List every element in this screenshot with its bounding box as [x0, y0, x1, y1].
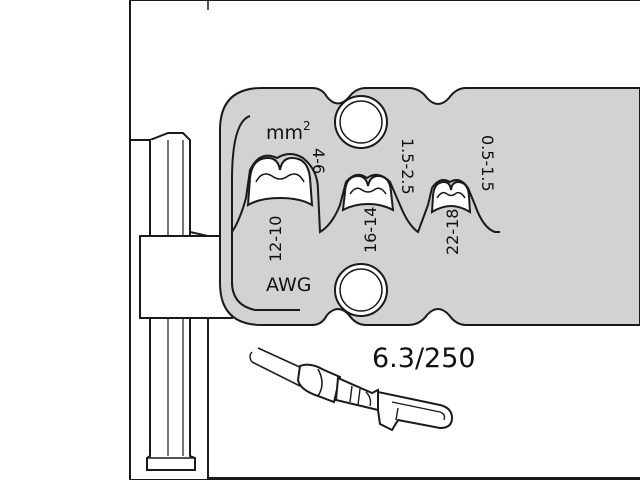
flat-terminal-illustration — [249, 347, 454, 432]
wire-cable-curve — [249, 351, 253, 363]
slot-2-mm2-label: 1.5-2.5 — [398, 138, 417, 195]
slot-2-awg-label: 16-14 — [361, 207, 380, 254]
crimp-slot-medium — [341, 174, 395, 212]
crimp-die-insert — [219, 87, 640, 326]
locating-bar — [139, 235, 233, 319]
crimp-slot-large-inner — [255, 173, 305, 183]
die-crimp-profile — [231, 115, 500, 236]
slot-3-awg-label: 22-18 — [443, 209, 462, 256]
terminal-insulation-sleeve — [296, 363, 342, 404]
unit-awg-label: AWG — [266, 274, 311, 296]
slot-1-awg-label: 12-10 — [266, 216, 285, 263]
unit-mm-label: mm2 — [266, 119, 311, 144]
terminal-insulation-ring — [317, 368, 323, 397]
crimp-slot-small — [430, 180, 472, 214]
terminal-receptacle-fold — [391, 401, 446, 421]
unit-mm-exponent: 2 — [303, 119, 311, 133]
terminal-crimp-detail — [349, 385, 372, 407]
terminal-receptacle — [377, 390, 454, 432]
crimp-slot-large — [246, 156, 314, 207]
wire-cable — [251, 347, 305, 387]
crimp-slot-medium-inner — [349, 187, 387, 195]
die-mounting-hole-bottom-inner — [339, 268, 383, 312]
crimp-slot-small-inner — [436, 191, 466, 199]
slot-3-mm2-label: 0.5-1.5 — [478, 135, 497, 192]
tool-jaw-outline — [129, 0, 640, 479]
die-mounting-hole-top — [334, 95, 388, 149]
die-mounting-hole-top-inner — [339, 100, 383, 144]
die-mounting-hole-bottom — [334, 263, 388, 317]
die-crimp-profile-lower — [231, 232, 300, 311]
terminal-size-label: 6.3/250 — [372, 343, 476, 374]
slot-1-mm2-label: 4-6 — [309, 148, 328, 174]
